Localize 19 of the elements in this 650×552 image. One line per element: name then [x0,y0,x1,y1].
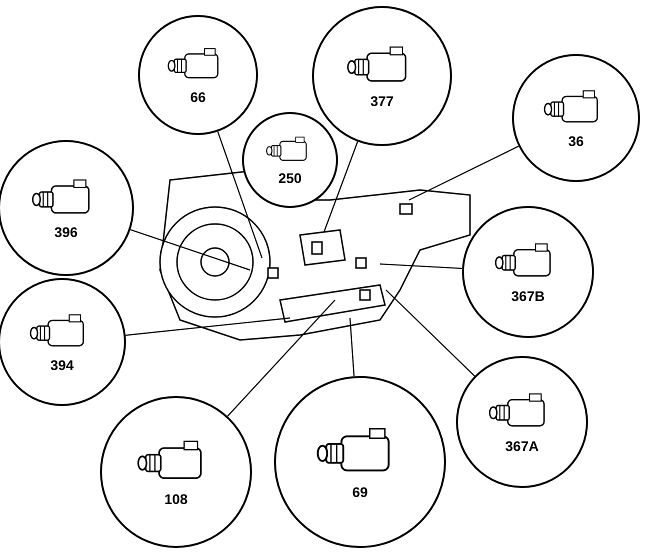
callout-number: 36 [568,134,584,148]
leader-line [130,229,250,271]
leader-line [408,146,519,201]
callout-number: 250 [278,170,302,185]
callout-number: 377 [370,94,394,108]
leader-line [323,141,358,232]
callout-number: 367A [505,438,539,453]
callout-number: 69 [352,485,368,500]
leader-line [349,318,355,376]
leader-line [380,263,462,270]
leader-line [126,317,290,336]
leader-line [386,290,476,376]
leader-line [217,131,263,258]
callout-number: 396 [54,225,78,240]
leader-line [227,300,336,417]
callout-number: 367B [511,288,545,303]
callout-number: 66 [190,90,206,104]
callout-number: 108 [164,492,188,506]
callout-number: 394 [50,358,74,372]
